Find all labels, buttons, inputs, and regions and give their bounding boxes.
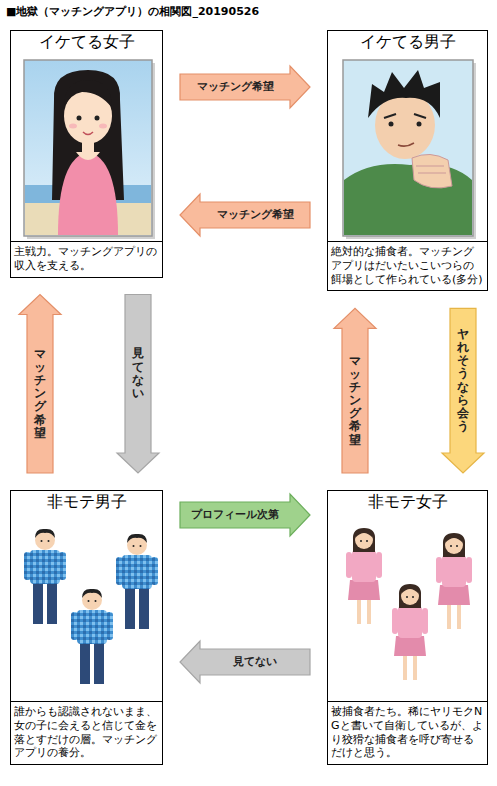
block-arrow xyxy=(442,308,484,473)
arrow-label: ヤれそうなら会う xyxy=(457,326,469,436)
character-box: 非モテ女子被捕食者たち。稀にヤリモクNGと書いて自衛しているが、より狡猾な捕食者… xyxy=(327,490,488,765)
box-description: 被捕食者たち。稀にヤリモクNGと書いて自衛しているが、より狡猾な捕食者を呼び寄せ… xyxy=(328,701,487,764)
box-heading: イケてる女子 xyxy=(11,31,162,55)
box-heading: 非モテ女子 xyxy=(328,491,487,515)
block-arrow xyxy=(334,308,376,473)
character-box: イケてる男子絶対的な捕食者。マッチングアプリはだいたいこいつらの餌場として作られ… xyxy=(327,30,488,291)
illustration-area xyxy=(11,515,162,701)
arrow-label: マッチング希望 xyxy=(195,80,276,94)
arrow-label: マッチング希望 xyxy=(349,353,361,449)
block-arrow xyxy=(117,295,159,474)
box-description: 主戦力。マッチングアプリの収入を支える。 xyxy=(11,241,162,277)
illustration-area xyxy=(328,515,487,701)
block-arrow xyxy=(180,194,310,236)
block-arrow xyxy=(180,641,310,683)
arrow-label: 見てない xyxy=(132,345,144,402)
character-box: 非モテ男子誰からも認識されないまま、女の子に会えると信じて金を落とすだけの層。マ… xyxy=(10,490,163,765)
box-description: 絶対的な捕食者。マッチングアプリはだいたいこいつらの餌場として作られている(多分… xyxy=(328,241,487,290)
box-heading: イケてる男子 xyxy=(328,31,487,55)
diagram-title: ■地獄（マッチングアプリ）の相関図_20190526 xyxy=(6,4,259,19)
block-arrow xyxy=(180,66,310,108)
box-description: 誰からも認識されないまま、女の子に会えると信じて金を落とすだけの層。マッチングア… xyxy=(11,701,162,764)
block-arrow xyxy=(180,494,310,536)
character-box: イケてる女子主戦力。マッチングアプリの収入を支える。 xyxy=(10,30,163,278)
illustration-area xyxy=(11,55,162,241)
block-arrow xyxy=(19,295,61,474)
illustration-area xyxy=(328,55,487,241)
arrow-label: マッチング希望 xyxy=(215,208,296,222)
box-heading: 非モテ男子 xyxy=(11,491,162,515)
arrow-label: プロフィール次第 xyxy=(189,508,281,522)
arrow-label: マッチング希望 xyxy=(34,346,46,442)
arrow-label: 見てない xyxy=(231,655,279,669)
